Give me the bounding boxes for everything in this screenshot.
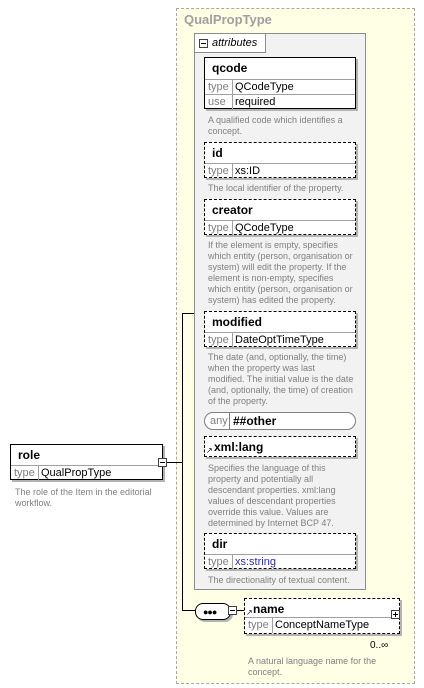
attribute-xml-lang[interactable]: xml:lang ↗: [204, 436, 356, 457]
element-name: role: [18, 448, 41, 462]
type-value: QCodeType: [235, 222, 294, 234]
any-value: ##other: [233, 414, 277, 428]
sequence-compositor[interactable]: ●●●: [195, 603, 231, 620]
use-value: required: [235, 96, 276, 108]
any-attribute[interactable]: any ##other: [204, 412, 356, 430]
connector-line: [182, 313, 183, 610]
collapse-icon[interactable]: [228, 606, 237, 615]
reference-arrow-icon: ↗: [246, 608, 253, 617]
attribute-description: The date (and, optionally, the time)when…: [208, 352, 354, 406]
type-value: DateOptTimeType: [235, 334, 324, 346]
collapse-icon[interactable]: [158, 458, 167, 467]
attribute-description: The directionality of textual content.: [208, 575, 350, 585]
element-name: name: [253, 602, 285, 616]
type-value-link[interactable]: xs:string: [235, 556, 276, 568]
element-name-child[interactable]: name ↗ type ConceptNameType: [244, 598, 400, 634]
type-value: ConceptNameType: [275, 619, 370, 631]
type-key: type: [208, 222, 229, 234]
type-key: type: [208, 334, 229, 346]
element-role[interactable]: role type QualPropType: [10, 444, 163, 481]
complex-type-title: QualPropType: [184, 12, 272, 27]
attribute-creator[interactable]: creator type QCodeType: [204, 199, 356, 236]
attribute-qcode[interactable]: qcode type QCodeType use required: [204, 57, 356, 110]
attribute-name: creator: [212, 203, 253, 217]
attribute-name: xml:lang: [214, 440, 264, 454]
attribute-name: qcode: [212, 61, 248, 75]
expand-icon[interactable]: [391, 610, 400, 619]
attributes-group-label: attributes: [212, 37, 258, 49]
type-key: type: [208, 556, 229, 568]
connector-line: [237, 610, 244, 611]
type-key: type: [14, 467, 35, 479]
attribute-name: id: [212, 146, 223, 160]
attribute-description: The local identifier of the property.: [208, 183, 344, 193]
connector-line: [182, 313, 194, 314]
sequence-icon: ●●●: [203, 607, 217, 617]
attribute-name: dir: [212, 537, 228, 551]
use-key: use: [208, 96, 226, 108]
occurrence-label: 0..∞: [370, 640, 389, 651]
attribute-id[interactable]: id type xs:ID: [204, 142, 356, 179]
type-value: xs:ID: [235, 165, 261, 177]
collapse-icon[interactable]: [199, 39, 208, 48]
type-key: type: [208, 165, 229, 177]
attribute-modified[interactable]: modified type DateOptTimeType: [204, 311, 356, 348]
type-value: QCodeType: [235, 81, 294, 93]
attribute-dir[interactable]: dir type xs:string: [204, 533, 356, 570]
reference-arrow-icon: ↗: [206, 446, 213, 455]
type-key: type: [248, 619, 269, 631]
any-key: any: [210, 415, 228, 427]
connector-line: [182, 610, 195, 611]
type-key: type: [208, 81, 229, 93]
connector-line: [167, 462, 183, 463]
attributes-group-header: [195, 34, 266, 53]
attribute-name: modified: [212, 315, 262, 329]
type-value: QualPropType: [41, 467, 112, 479]
